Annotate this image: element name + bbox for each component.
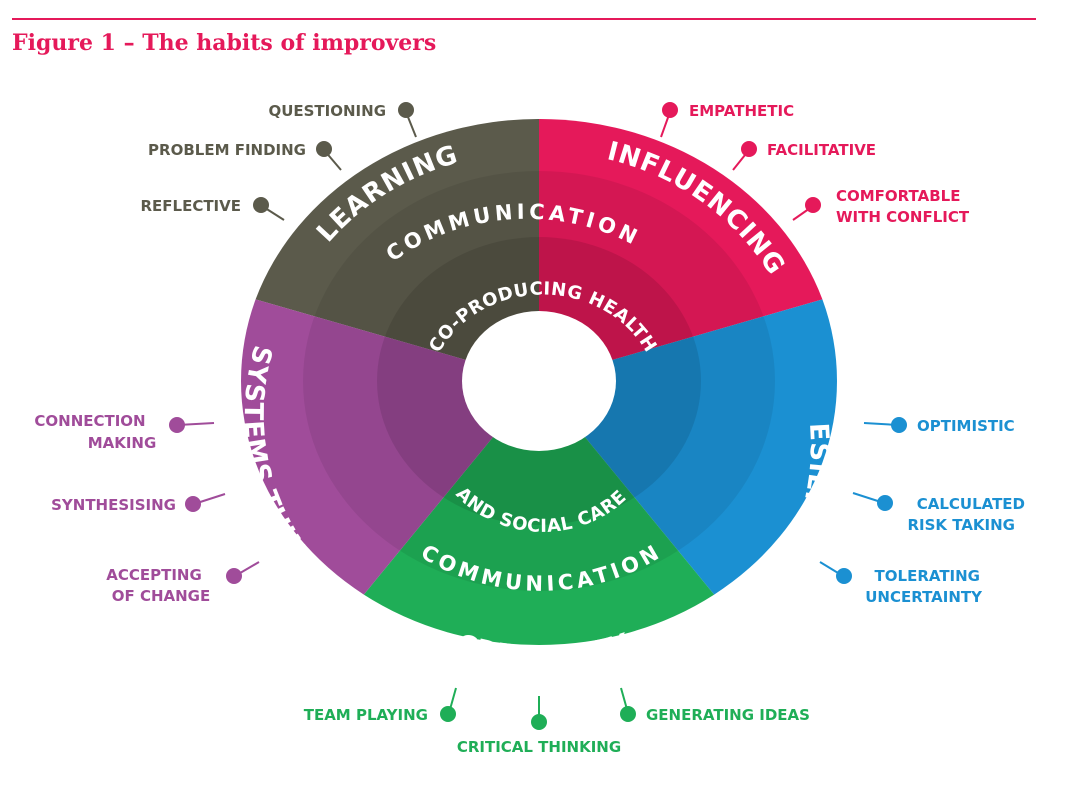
habit-generating-ideas-dot [620, 706, 636, 722]
habit-critical-thinking: CRITICAL THINKING [457, 696, 621, 756]
segment-creativity [363, 381, 715, 645]
habit-team-playing-dot [440, 706, 456, 722]
habit-connection-making-label-line2: MAKING [88, 434, 157, 452]
habit-critical-thinking-label: CRITICAL THINKING [457, 738, 621, 756]
habit-optimistic: OPTIMISTIC [863, 417, 1015, 435]
habit-facilitative: FACILITATIVE [732, 141, 876, 171]
habit-tolerating-uncertainty: TOLERATING UNCERTAINTY [819, 561, 983, 606]
habit-calculated-risk-taking-dot [877, 495, 893, 511]
habit-synthesising-dot [185, 496, 201, 512]
habit-calculated-risk-taking-label-line1: CALCULATED [917, 495, 1025, 513]
segment-influencing [539, 118, 823, 382]
habit-calculated-risk-taking: CALCULATED RISK TAKING [852, 492, 1025, 534]
habit-accepting-of-change-label-line1: ACCEPTING [106, 566, 202, 584]
habit-empathetic: EMPATHETIC [660, 102, 794, 138]
habit-questioning-dot [398, 102, 414, 118]
habit-optimistic-label: OPTIMISTIC [917, 417, 1015, 435]
habit-team-playing-label: TEAM PLAYING [304, 706, 428, 724]
habit-accepting-of-change-dot [226, 568, 242, 584]
habit-connection-making-dot [169, 417, 185, 433]
habit-comfortable-with-conflict-label-line1: COMFORTABLE [836, 187, 960, 205]
habit-synthesising-label: SYNTHESISING [51, 496, 176, 514]
segment-creativity-wedge [363, 381, 715, 645]
habit-accepting-of-change: ACCEPTING OF CHANGE [106, 561, 260, 605]
habit-tolerating-uncertainty-label-line1: TOLERATING [875, 567, 980, 585]
center-hole [462, 311, 616, 451]
habit-connection-making-label-line1: CONNECTION [34, 412, 145, 430]
segment-learning-wedge [255, 118, 539, 381]
habit-optimistic-dot [891, 417, 907, 433]
habit-questioning: QUESTIONING [268, 102, 417, 138]
habit-problem-finding-label: PROBLEM FINDING [148, 141, 306, 159]
habit-generating-ideas: GENERATING IDEAS [620, 687, 810, 724]
habit-facilitative-label: FACILITATIVE [767, 141, 876, 159]
habit-tolerating-uncertainty-dot [836, 568, 852, 584]
habit-problem-finding: PROBLEM FINDING [148, 141, 342, 171]
habit-generating-ideas-label: GENERATING IDEAS [646, 706, 810, 724]
habit-connection-making: CONNECTION MAKING [34, 412, 215, 452]
habit-comfortable-with-conflict: COMFORTABLE WITH CONFLICT [792, 187, 970, 226]
habit-critical-thinking-dot [531, 714, 547, 730]
habit-synthesising: SYNTHESISING [51, 493, 226, 514]
habit-accepting-of-change-label-line2: OF CHANGE [112, 587, 211, 605]
segment-influencing-wedge [539, 118, 823, 382]
habit-reflective-dot [253, 197, 269, 213]
habit-facilitative-dot [741, 141, 757, 157]
habit-calculated-risk-taking-label-line2: RISK TAKING [907, 516, 1015, 534]
habit-reflective: REFLECTIVE [140, 197, 285, 221]
top-rule [12, 18, 1036, 20]
habit-team-playing: TEAM PLAYING [304, 687, 457, 724]
habit-comfortable-with-conflict-dot [805, 197, 821, 213]
habit-tolerating-uncertainty-label-line2: UNCERTAINTY [865, 588, 983, 606]
habit-comfortable-with-conflict-label-line2: WITH CONFLICT [836, 208, 970, 226]
habit-problem-finding-dot [316, 141, 332, 157]
segment-learning [255, 118, 539, 381]
habit-reflective-label: REFLECTIVE [140, 197, 241, 215]
habit-questioning-label: QUESTIONING [268, 102, 386, 120]
figure-title: Figure 1 – The habits of improvers [12, 30, 437, 56]
habit-empathetic-label: EMPATHETIC [689, 102, 794, 120]
habit-empathetic-dot [662, 102, 678, 118]
